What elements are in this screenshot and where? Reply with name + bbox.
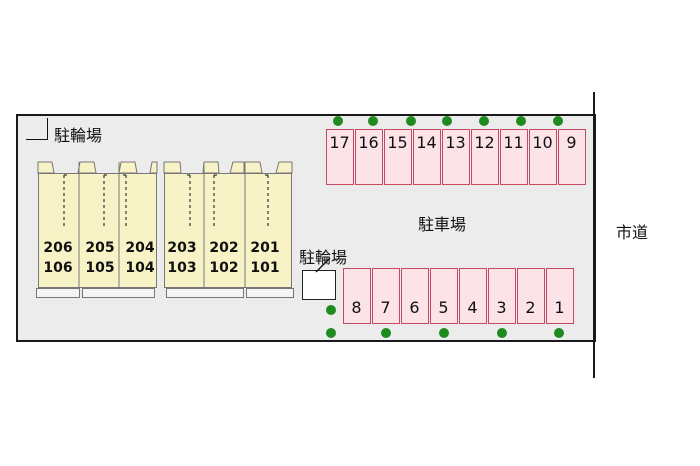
parking-stall-number: 7 [380, 298, 391, 317]
parking-stall-number: 15 [387, 133, 408, 152]
tree-icon [442, 116, 452, 126]
tree-icon [439, 328, 449, 338]
parking-stall: 8 [342, 268, 371, 324]
building-foundation [246, 288, 294, 298]
parking-stall-number: 17 [329, 133, 350, 152]
unit-number-lower: 103 [167, 260, 197, 276]
unit-number-lower: 102 [209, 260, 239, 276]
parking-stall-number: 11 [503, 133, 524, 152]
building-foundation [166, 288, 244, 298]
parking-stall: 15 [383, 129, 412, 185]
parking-stall: 1 [545, 268, 574, 324]
city-road-label: 市道 [616, 223, 649, 242]
parking-stall-number: 3 [496, 298, 507, 317]
bike-parking-area [302, 270, 336, 300]
tree-icon [326, 328, 336, 338]
building-foundation [82, 288, 155, 298]
unit-number-upper: 204 [125, 240, 155, 256]
parking-stall-number: 9 [566, 133, 577, 152]
parking-stall: 14 [412, 129, 441, 185]
road-boundary-line [593, 92, 595, 378]
bike-parking-leader-line [315, 257, 331, 273]
parking-stall-number: 1 [554, 298, 565, 317]
bike-parking-label-2: 駐輪場 [299, 248, 348, 267]
parking-stall: 3 [487, 268, 516, 324]
unit-number-lower: 105 [85, 260, 115, 276]
unit-number-upper: 201 [250, 240, 280, 256]
bike-parking-label-1: 駐輪場 [54, 126, 103, 145]
car-parking-label: 駐車場 [418, 215, 467, 234]
tree-icon [326, 305, 336, 315]
bike-parking-marker-icon [26, 118, 48, 140]
parking-stall: 16 [354, 129, 383, 185]
tree-icon [516, 116, 526, 126]
parking-stall: 10 [528, 129, 557, 185]
parking-stall: 9 [557, 129, 586, 185]
parking-stall: 4 [458, 268, 487, 324]
parking-stall: 13 [441, 129, 470, 185]
tree-icon [497, 328, 507, 338]
parking-stall: 17 [325, 129, 354, 185]
unit-number-lower: 106 [43, 260, 73, 276]
parking-stall-number: 4 [467, 298, 478, 317]
tree-icon [368, 116, 378, 126]
unit-number-lower: 104 [125, 260, 155, 276]
tree-icon [554, 328, 564, 338]
parking-stall-number: 8 [351, 298, 362, 317]
building-b [164, 173, 292, 288]
parking-stall: 5 [429, 268, 458, 324]
tree-icon [333, 116, 343, 126]
parking-stall: 7 [371, 268, 400, 324]
tree-icon [479, 116, 489, 126]
unit-number-upper: 202 [209, 240, 239, 256]
unit-number-lower: 101 [250, 260, 280, 276]
unit-number-upper: 206 [43, 240, 73, 256]
parking-stall-number: 16 [358, 133, 379, 152]
parking-stall-number: 13 [445, 133, 466, 152]
parking-stall-number: 14 [416, 133, 437, 152]
parking-stall-number: 12 [474, 133, 495, 152]
building-foundation [36, 288, 80, 298]
parking-stall: 6 [400, 268, 429, 324]
parking-stall-number: 6 [409, 298, 420, 317]
unit-number-upper: 205 [85, 240, 115, 256]
unit-number-upper: 203 [167, 240, 197, 256]
parking-stall-number: 10 [532, 133, 553, 152]
building-a [38, 173, 157, 288]
tree-icon [381, 328, 391, 338]
tree-icon [553, 116, 563, 126]
parking-stall: 12 [470, 129, 499, 185]
parking-stall-number: 5 [438, 298, 449, 317]
tree-icon [406, 116, 416, 126]
parking-stall: 2 [516, 268, 545, 324]
parking-stall-number: 2 [525, 298, 536, 317]
parking-stall: 11 [499, 129, 528, 185]
